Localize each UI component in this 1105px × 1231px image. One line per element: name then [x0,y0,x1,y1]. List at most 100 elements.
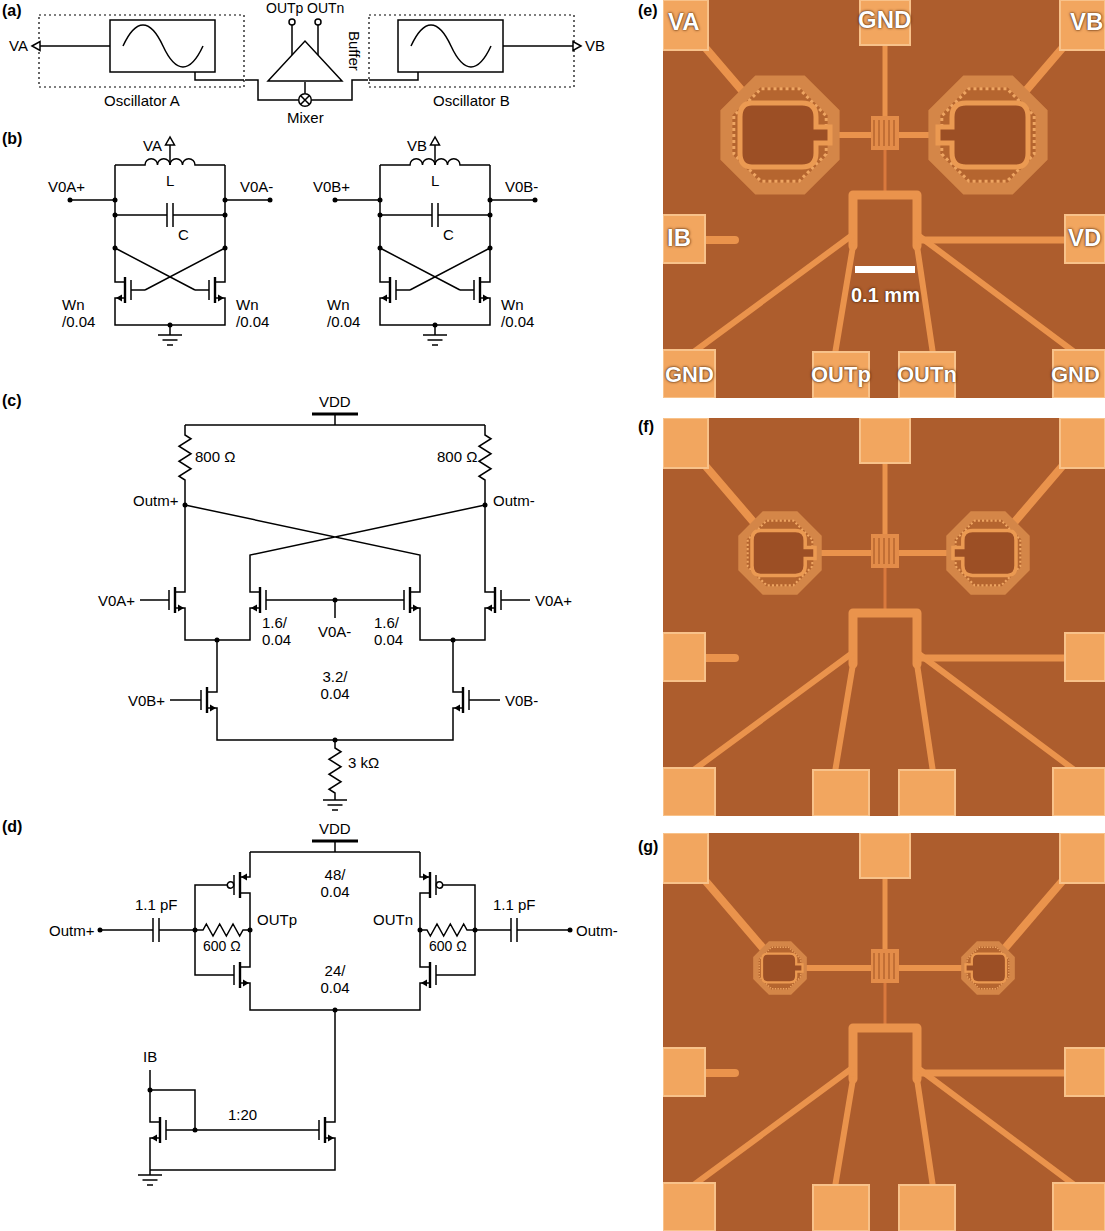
junction-dot [333,738,338,743]
schematics [68,137,573,1185]
pad-label: VB [1070,8,1103,36]
node-name: V0B+ [313,178,350,195]
node-name: V0B- [505,178,538,195]
resistor-value: 3 kΩ [348,754,379,771]
node-name: Outm+ [49,922,94,939]
chip-photo-e [663,0,1105,398]
pad-label: IB [667,224,691,252]
resistor-value: 600 Ω [429,938,467,954]
symbol-instance [934,81,1041,188]
junction-dot [193,1128,198,1133]
junction-dot [215,638,220,643]
junction-dot [315,19,321,25]
pad-label: OUTp [811,362,871,387]
transistor-size: 48/ 0.04 [317,866,353,901]
scale-bar [855,266,915,273]
resistor-symbol [329,740,341,800]
capacitor-symbol [100,918,195,942]
outline-rect [39,15,244,87]
symbol-instance [420,863,450,907]
symbol-instance [950,515,1025,590]
wire-path [369,72,418,80]
symbol-instance [663,833,1105,1231]
panel-tag: (d) [2,818,22,836]
wire-path [217,722,453,740]
junction-dot [98,928,103,933]
symbol-instance [420,953,450,997]
symbol-instance [220,953,250,997]
wire-path [150,1152,335,1175]
junction-dot [333,598,338,603]
oscillator-block: Oscillator B [368,14,575,88]
symbol-instance [663,0,1105,398]
junction-dot [289,19,295,25]
signal-name: VA [9,37,28,54]
panel-tag: (e) [638,2,658,20]
node-label: Buffer [346,31,363,71]
node-name: Outm+ [133,492,178,509]
connector-wire [245,80,298,100]
symbol-instance [323,800,347,810]
signal-name: VA [143,137,162,154]
symbol-group [183,503,488,743]
component-name: C [178,226,189,243]
component-name: L [166,172,174,189]
symbol-instance [187,678,217,722]
pad-label: GND [858,6,911,34]
component-name: L [431,172,439,189]
component-name: C [443,226,454,243]
wire-path [503,45,573,47]
resistor-symbol [179,425,191,505]
mirror-ratio: 1:20 [228,1106,257,1123]
symbol-instance [150,1108,180,1152]
junction-dot [193,928,198,933]
node-name: V0B- [505,692,538,709]
signal-name: VB [407,137,427,154]
chip-photo-g [663,833,1105,1231]
current-name: IB [143,1048,157,1065]
panel-tag: (c) [2,392,22,410]
supply-name: VDD [319,393,351,410]
symbol-group [98,928,573,1133]
drawing-canvas [38,14,245,88]
transistor-size: 1.6/ 0.04 [262,614,298,649]
resistor-symbol [195,924,250,936]
junction-dot [148,1088,153,1093]
wire-path [150,1070,305,1130]
pad-label: GND [1051,362,1100,387]
junction-dot [333,1008,338,1013]
resistor-symbol [479,425,491,505]
outline-rect [110,20,215,72]
scale-label: 0.1 mm [851,284,920,307]
junction-dot [299,94,312,107]
symbol-instance [138,1175,162,1185]
panel-tag: (b) [2,130,22,148]
capacitor-symbol [475,918,570,942]
pad-label: VA [668,8,700,36]
node-name: Outm- [576,922,618,939]
transistor-size: 3.2/ 0.04 [317,668,353,703]
node-name: V0A- [318,623,351,640]
junction-dot [248,928,253,933]
junction-dot [418,928,423,933]
wire-path [32,42,40,51]
resistor-value: 600 Ω [203,938,241,954]
symbol-instance [742,515,817,590]
chip-photo-f [663,418,1105,816]
pin-name: OUTp [257,911,297,928]
junction-dot [568,928,573,933]
drawing-canvas [298,93,312,107]
wire-path [411,25,491,67]
panel-tag: (g) [638,838,658,856]
supply-name: VDD [319,820,351,837]
junction-dot [473,928,478,933]
wire-path [250,907,420,953]
pad-label: VD [1068,224,1101,252]
wire-path [185,505,485,578]
transistor-size: 24/ 0.04 [317,962,353,997]
node-label: Oscillator A [104,92,180,109]
connector-wire [304,82,306,93]
transistor-size: 1.6/ 0.04 [374,614,410,649]
pin-name: OUTn [373,911,413,928]
symbol-instance [485,578,515,622]
